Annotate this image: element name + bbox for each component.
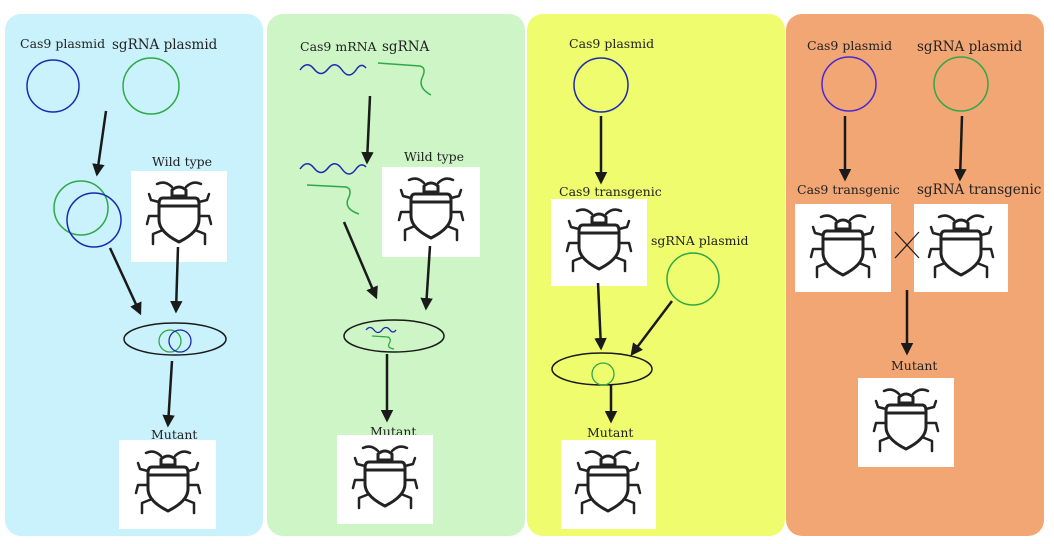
cas9-transgenic-label: Cas9 transgenic — [559, 184, 662, 199]
panel-mrna-injection: Cas9 mRNA sgRNA Wild type Mutant — [267, 14, 525, 536]
cas9-plasmid-icon — [66, 192, 122, 248]
arrow — [594, 282, 607, 351]
sgrna-plasmid-icon — [158, 329, 182, 353]
arrow — [420, 245, 433, 311]
sgrna-icon — [306, 184, 360, 215]
embryo-icon — [343, 319, 445, 353]
sgrna-plasmid-icon — [591, 362, 615, 386]
sgrna-plasmid-label: sgRNA plasmid — [917, 39, 1023, 55]
panel-cas9-transgenic: Cas9 plasmid Cas9 transgenic sgRNA plasm… — [527, 14, 785, 536]
wild-type-label: Wild type — [152, 154, 212, 169]
sgrna-plasmid-icon — [933, 56, 989, 112]
cas9-transgenic-label: Cas9 transgenic — [797, 182, 900, 197]
cas9-plasmid-label: Cas9 plasmid — [20, 36, 105, 51]
panel-2-background — [267, 14, 525, 536]
mutant-beetle-box — [119, 440, 216, 529]
mutant-beetle-box — [561, 440, 656, 529]
arrow — [170, 246, 183, 314]
cas9-plasmid-icon — [26, 59, 80, 113]
wild-type-label: Wild type — [404, 149, 464, 164]
sgrna-plasmid-icon — [666, 252, 720, 306]
sgrna-transgenic-label: sgRNA transgenic — [917, 182, 1041, 198]
mutant-beetle-box — [337, 435, 433, 524]
cas9-transgenic-beetle-box — [795, 204, 891, 292]
sgrna-plasmid-icon — [122, 57, 180, 115]
cas9-plasmid-label: Cas9 plasmid — [807, 38, 892, 53]
cas9-mrna-icon — [299, 64, 367, 76]
sgrna-label: sgRNA — [382, 39, 430, 55]
cas9-plasmid-icon — [821, 56, 877, 112]
sgrna-transgenic-beetle-box — [914, 204, 1008, 292]
sgrna-plasmid-label: sgRNA plasmid — [651, 233, 749, 248]
arrow — [108, 247, 142, 316]
cas9-mrna-icon — [299, 163, 367, 175]
panel-plasmid-injection: Cas9 plasmid sgRNA plasmid Wild type Mut… — [5, 14, 263, 536]
cas9-transgenic-beetle-box — [551, 199, 647, 286]
sgrna-icon — [371, 335, 395, 350]
sgrna-icon — [377, 62, 432, 96]
sgrna-plasmid-icon — [53, 180, 109, 236]
cas9-plasmid-icon — [573, 57, 629, 113]
panel-double-transgenic-cross: Cas9 plasmid sgRNA plasmid Cas9 transgen… — [786, 14, 1044, 536]
cas9-mrna-icon — [365, 326, 397, 334]
cas9-plasmid-icon — [168, 329, 192, 353]
embryo-icon — [123, 322, 227, 356]
mutant-beetle-box — [858, 378, 954, 467]
arrow — [630, 300, 673, 356]
arrow — [954, 115, 967, 182]
cross-icon — [894, 231, 920, 259]
panel-3-background — [527, 14, 785, 536]
arrow — [342, 221, 378, 300]
mutant-label: Mutant — [151, 427, 197, 442]
wild-type-beetle-box — [382, 167, 480, 257]
cas9-mrna-label: Cas9 mRNA — [300, 39, 378, 54]
panel-1-background — [5, 14, 263, 536]
sgrna-plasmid-label: sgRNA plasmid — [112, 37, 218, 53]
mutant-label: Mutant — [587, 425, 633, 440]
cas9-plasmid-label: Cas9 plasmid — [569, 36, 654, 51]
arrow — [162, 360, 175, 428]
arrow — [92, 110, 108, 177]
arrow — [361, 95, 374, 165]
mutant-label: Mutant — [891, 358, 937, 373]
